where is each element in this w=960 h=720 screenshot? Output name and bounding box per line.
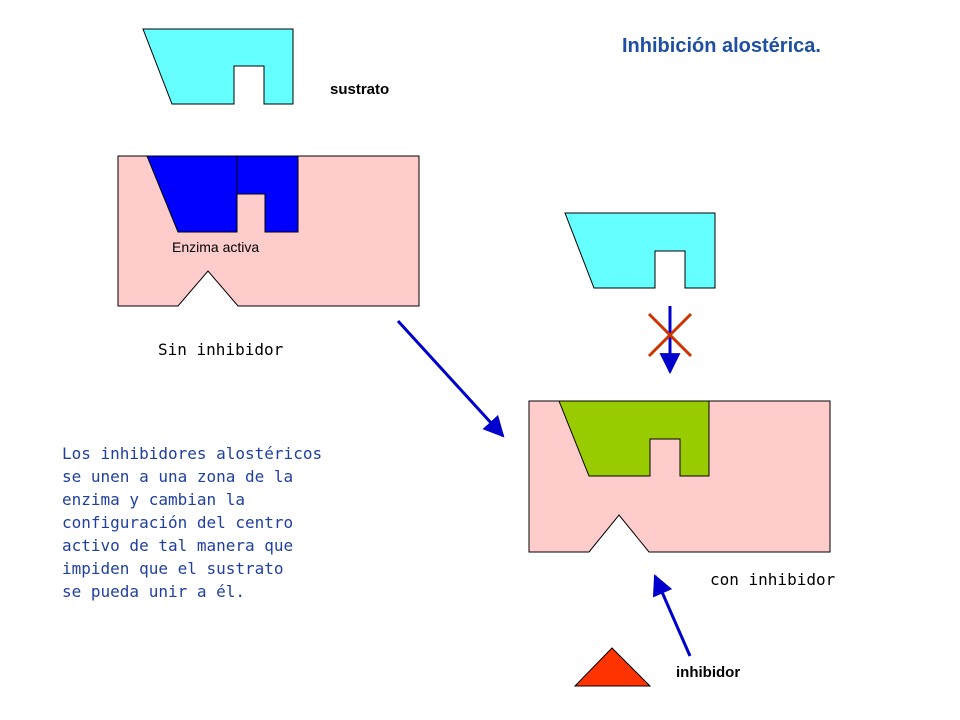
blocked-substrate-shape (564, 212, 716, 289)
description-line: se pueda unir a él. (62, 582, 245, 601)
inhibitor-label: inhibidor (676, 664, 740, 681)
without-inhibitor-label: Sin inhibidor (158, 340, 284, 359)
bound-substrate-shape (146, 155, 299, 233)
description-line: se unen a una zona de la (62, 467, 293, 486)
description-line: impiden que el sustrato (62, 559, 284, 578)
description-line: activo de tal manera que (62, 536, 293, 555)
substrate-label: sustrato (330, 81, 389, 98)
description-line: Los inhibidores alostéricos (62, 444, 322, 463)
diagram-title: Inhibición alostérica. (622, 35, 821, 57)
blocked-cross-icon (647, 312, 693, 358)
transition-arrow (396, 319, 505, 438)
inhibitor-arrow (652, 574, 692, 657)
free-substrate-shape (142, 28, 294, 105)
description-text: Los inhibidores alostéricos se unen a un… (62, 444, 322, 601)
deformed-active-site (558, 400, 710, 477)
description-line: enzima y cambian la (62, 490, 245, 509)
inhibitor-shape (573, 647, 652, 687)
description-line: configuración del centro (62, 513, 293, 532)
active-enzyme-label: Enzima activa (172, 239, 259, 255)
with-inhibitor-label: con inhibidor (710, 570, 836, 589)
